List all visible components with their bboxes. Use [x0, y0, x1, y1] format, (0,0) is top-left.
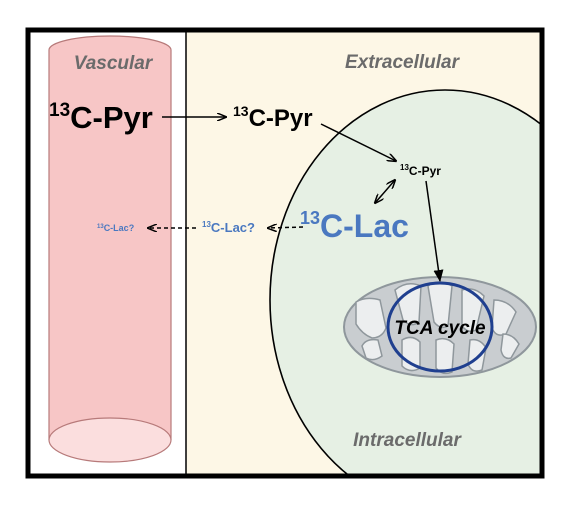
mitochondrion: [343, 276, 537, 378]
arrow-extracellular-to-intracellular: [320, 123, 396, 161]
lactate-intracellular-label: 13C-Lac: [300, 208, 409, 244]
extracellular-label: Extracellular: [345, 52, 461, 73]
lactate-vascular-label: 13C-Lac?: [97, 223, 134, 233]
tca-cycle-ring: [386, 281, 494, 373]
pyruvate-intracellular-label: 13C-Pyr: [400, 163, 441, 178]
arrow-lac-to-extracellular: [268, 227, 304, 228]
pyruvate-vascular-label: 13C-Pyr: [49, 100, 153, 135]
pyruvate-extracellular-label: 13C-Pyr: [233, 103, 313, 132]
intracellular-label: Intracellular: [353, 430, 462, 451]
vascular-label: Vascular: [74, 53, 154, 74]
tca-cycle-label: TCA cycle: [394, 318, 486, 339]
arrow-pyr-to-mitochondrion: [425, 180, 444, 282]
frame-border: [25, 27, 545, 479]
lactate-extracellular-label: 13C-Lac?: [202, 220, 255, 235]
arrow-pyr-lac-exchange: [375, 180, 395, 203]
blood-vessel: [48, 35, 172, 463]
